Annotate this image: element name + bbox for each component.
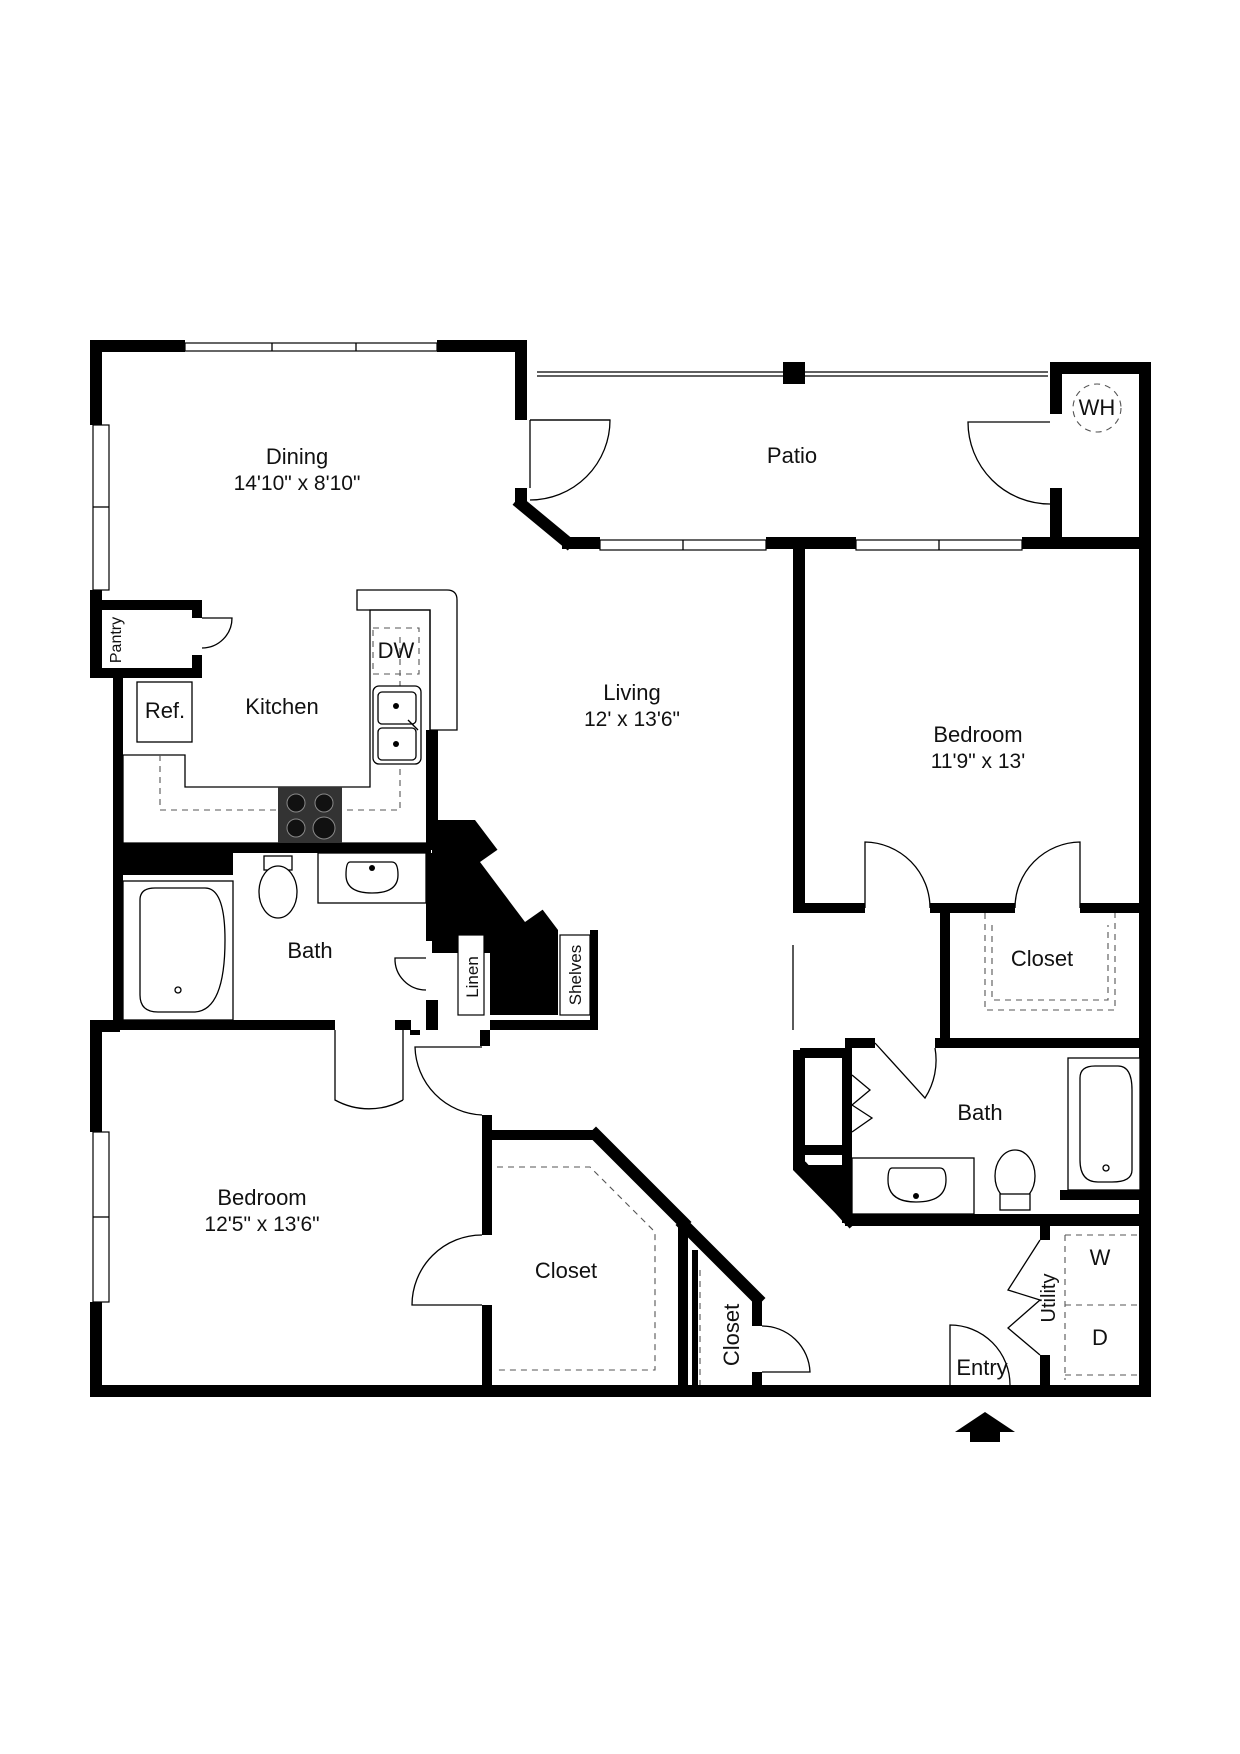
label-ref: Ref. [145,698,185,723]
label-bedroom-left: Bedroom [217,1185,306,1210]
chase-opening [480,848,545,922]
label-wh: WH [1079,395,1116,420]
label-dining: Dining [266,444,328,469]
doors [201,419,1081,1386]
dishwasher [372,627,420,675]
vanity-left [317,852,427,904]
dims-living: 12' x 13'6" [584,708,680,731]
kitchen-sink [372,685,422,765]
label-entry: Entry [956,1355,1007,1380]
label-living: Living [603,680,660,705]
label-kitchen: Kitchen [245,694,318,719]
label-pantry: Pantry [108,617,125,663]
toilet-left [258,865,298,919]
bathtub-left [122,880,234,1021]
fixtures [122,362,1141,1442]
window-dining-top [184,342,438,352]
labels: Dining 14'10" x 8'10" Patio WH Pantry Ki… [108,395,1115,1380]
label-closet-left: Closet [535,1258,597,1283]
label-washer: W [1090,1245,1111,1270]
label-shelves: Shelves [566,945,585,1005]
label-dw: DW [378,638,415,663]
label-linen-left: Linen [463,956,482,998]
label-dryer: D [1092,1325,1108,1350]
vanity-right [851,1157,975,1215]
label-closet-right: Closet [1011,946,1073,971]
label-bath-left: Bath [287,938,332,963]
walls [90,340,1151,1397]
label-closet-small: Closet [719,1304,744,1366]
label-bedroom-right: Bedroom [933,722,1022,747]
label-bath-right: Bath [957,1100,1002,1125]
label-patio: Patio [767,443,817,468]
water-heater-icon [1072,383,1122,433]
label-linen-right: Linen [807,1072,835,1133]
refrigerator [136,681,193,743]
label-utility: Utility [1038,1274,1060,1323]
toilet-tank-right [999,1193,1031,1211]
entry-arrow-icon [955,1412,1015,1442]
dims-bedroom-left: 12'5" x 13'6" [204,1213,319,1236]
dims-bedroom-right: 11'9" x 13' [931,750,1025,773]
dims-dining: 14'10" x 8'10" [234,472,361,495]
